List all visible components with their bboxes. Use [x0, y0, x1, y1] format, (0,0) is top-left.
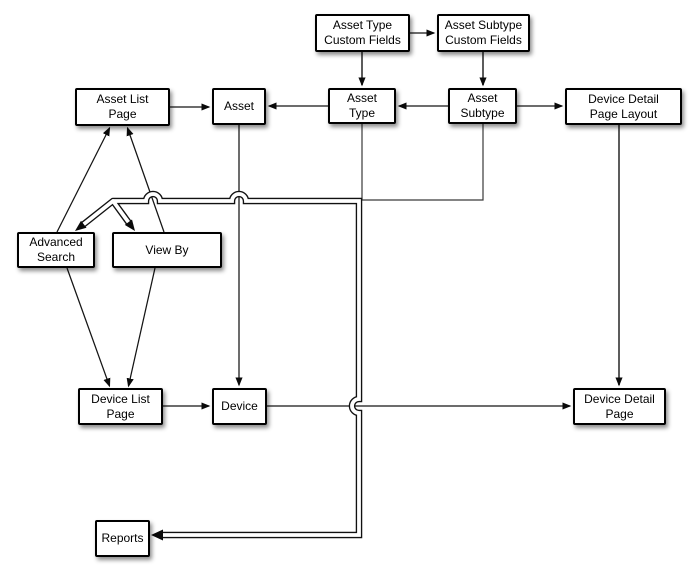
node-asset-subtype: Asset Subtype — [448, 88, 517, 124]
edge-view-by-to-device-list-page — [126, 267, 156, 388]
node-asset-type: Asset Type — [328, 88, 396, 124]
node-device-detail-page: Device Detail Page — [573, 388, 666, 425]
pipe-arrowhead-reports — [151, 529, 163, 541]
node-label: Device Detail Page Layout — [588, 91, 659, 121]
node-reports: Reports — [95, 520, 150, 557]
pipe-arrowhead-view-by — [124, 219, 135, 231]
node-label: Asset Subtype — [460, 91, 505, 120]
node-device: Device — [212, 388, 267, 425]
node-label: Reports — [101, 531, 144, 546]
node-label: Device List Page — [91, 391, 150, 421]
edge-view-by-to-asset-list-page — [126, 126, 165, 233]
node-asset: Asset — [212, 88, 266, 125]
node-label: Asset List Page — [96, 92, 149, 121]
node-asset-type-custom-fields: Asset Type Custom Fields — [315, 14, 410, 52]
node-label: Device Detail Page — [584, 391, 655, 421]
node-asset-list-page: Asset List Page — [75, 88, 170, 126]
node-label: Device — [221, 399, 258, 414]
node-label: Asset — [223, 99, 254, 114]
edge-asset-subtype-to-hub — [361, 124, 484, 201]
node-device-list-page: Device List Page — [78, 388, 163, 425]
node-asset-subtype-custom-fields: Asset Subtype Custom Fields — [437, 14, 530, 52]
pipe-arrowhead-advanced-search — [75, 220, 87, 231]
pipe-connector — [75, 190, 363, 541]
node-label: View By — [145, 242, 189, 257]
node-advanced-search: Advanced Search — [17, 232, 95, 268]
pipe-core — [81, 192, 361, 537]
node-label: Asset Type Custom Fields — [324, 18, 401, 47]
node-label: Asset Type — [346, 91, 377, 120]
node-label: Asset Subtype Custom Fields — [444, 18, 523, 47]
edge-advanced-search-to-asset-list-page — [56, 126, 111, 233]
node-label: Advanced Search — [29, 235, 83, 264]
node-device-detail-page-layout: Device Detail Page Layout — [565, 88, 682, 125]
edge-advanced-search-to-device-list-page — [66, 267, 111, 388]
node-view-by: View By — [112, 232, 222, 268]
